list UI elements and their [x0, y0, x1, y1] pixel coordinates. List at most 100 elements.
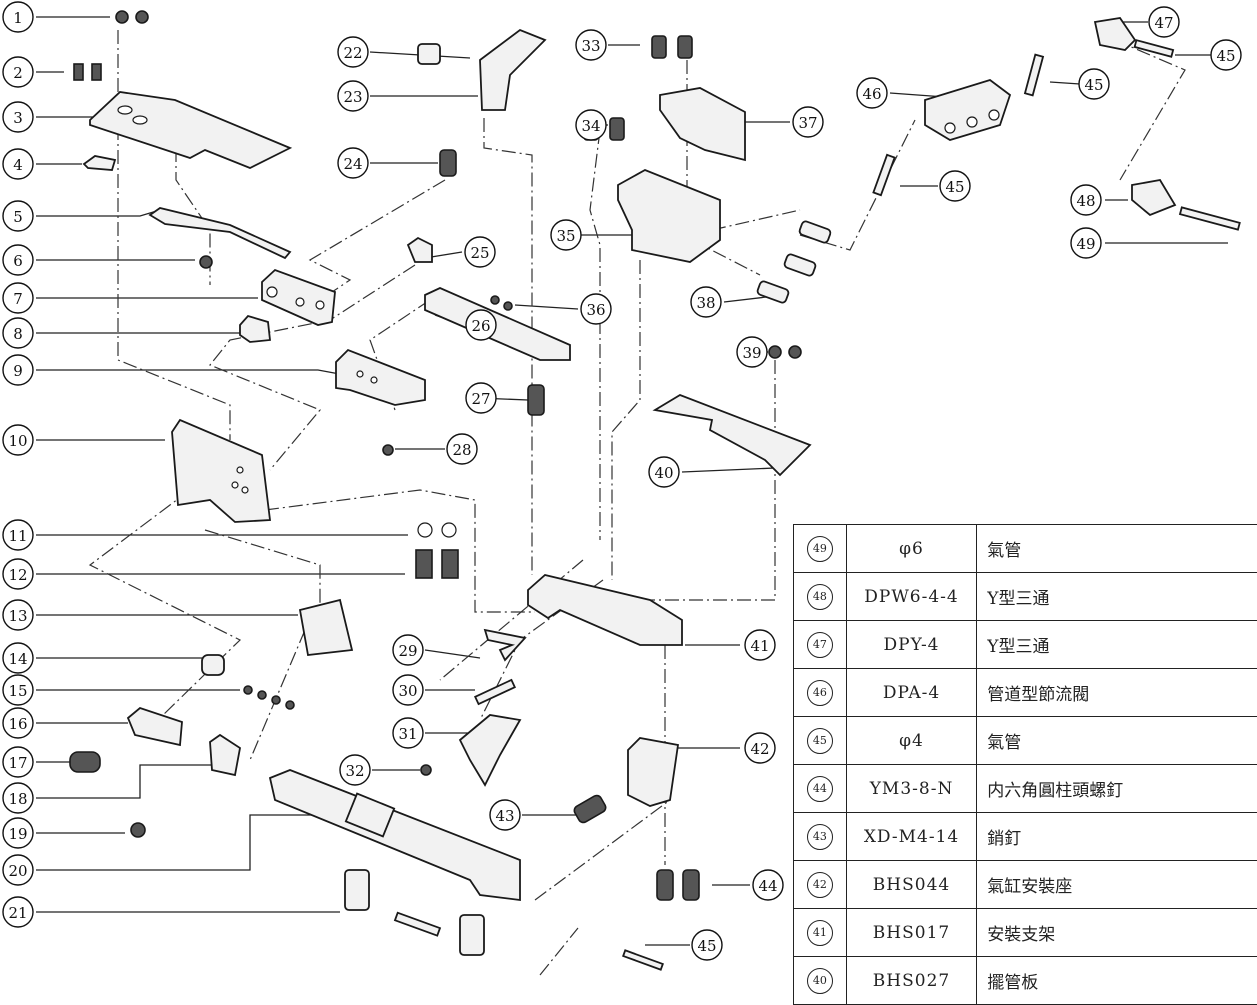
callout-9: 9 [3, 355, 33, 385]
callout-number: 25 [470, 244, 489, 262]
callout-38: 38 [691, 287, 721, 317]
callout-18: 18 [3, 783, 33, 813]
bom-part-code: XD-M4-14 [846, 813, 976, 861]
bom-part-code: φ4 [846, 717, 976, 765]
callout-40: 40 [649, 457, 679, 487]
bom-item-number: 48 [794, 573, 847, 621]
callout-number: 30 [398, 682, 417, 700]
callout-45: 45 [940, 171, 970, 201]
callout-number: 18 [8, 790, 27, 808]
callout-45: 45 [692, 930, 722, 960]
bom-item-number: 47 [794, 621, 847, 669]
callout-29: 29 [393, 635, 423, 665]
callout-number: 45 [945, 178, 964, 196]
bom-item-number-badge: 49 [807, 536, 833, 562]
callout-45: 45 [1079, 69, 1109, 99]
callout-48: 48 [1071, 185, 1101, 215]
bom-item-number-badge: 45 [807, 728, 833, 754]
bom-part-name: Y型三通 [977, 573, 1257, 621]
callout-46: 46 [857, 78, 887, 108]
callout-number: 12 [8, 566, 27, 584]
callout-number: 15 [8, 682, 27, 700]
callout-number: 47 [1154, 14, 1173, 32]
bom-item-number-badge: 46 [807, 680, 833, 706]
callout-3: 3 [3, 102, 33, 132]
callout-number: 36 [586, 301, 605, 319]
callout-number: 10 [8, 432, 27, 450]
bom-item-number-badge: 43 [807, 824, 833, 850]
callout-number: 26 [471, 317, 490, 335]
callout-number: 38 [696, 294, 715, 312]
callout-44: 44 [753, 870, 783, 900]
callout-42: 42 [745, 733, 775, 763]
callout-5: 5 [3, 201, 33, 231]
bom-part-code: DPA-4 [846, 669, 976, 717]
callout-11: 11 [3, 520, 33, 550]
bom-item-number: 41 [794, 909, 847, 957]
bom-item-number-badge: 48 [807, 584, 833, 610]
bom-part-code: YM3-8-N [846, 765, 976, 813]
callout-number: 43 [495, 807, 514, 825]
callout-number: 31 [398, 725, 417, 743]
bom-item-number-badge: 42 [807, 872, 833, 898]
callout-number: 49 [1076, 235, 1095, 253]
callout-number: 19 [8, 825, 27, 843]
callout-43: 43 [490, 800, 520, 830]
callout-14: 14 [3, 643, 33, 673]
callout-number: 2 [13, 64, 23, 82]
callout-2: 2 [3, 57, 33, 87]
callout-number: 1 [13, 9, 23, 27]
callout-number: 34 [581, 117, 600, 135]
bom-item-number: 43 [794, 813, 847, 861]
callout-26: 26 [466, 310, 496, 340]
callout-number: 45 [1216, 47, 1235, 65]
callout-27: 27 [466, 383, 496, 413]
bom-part-name: Y型三通 [977, 621, 1257, 669]
callout-number: 24 [343, 155, 362, 173]
callout-number: 37 [798, 114, 817, 132]
callout-1: 1 [3, 2, 33, 32]
callout-10: 10 [3, 425, 33, 455]
callout-15: 15 [3, 675, 33, 705]
bom-item-number-badge: 41 [807, 920, 833, 946]
callout-number: 16 [8, 715, 27, 733]
callout-23: 23 [338, 81, 368, 111]
callout-25: 25 [465, 237, 495, 267]
bom-part-name: 氣缸安裝座 [977, 861, 1257, 909]
bom-part-code: BHS044 [846, 861, 976, 909]
bom-part-code: BHS017 [846, 909, 976, 957]
callout-number: 14 [8, 650, 27, 668]
callout-45: 45 [1211, 40, 1241, 70]
callout-21: 21 [3, 897, 33, 927]
callout-number: 6 [13, 252, 23, 270]
callout-number: 9 [13, 362, 23, 380]
callout-number: 11 [8, 527, 27, 545]
callout-35: 35 [551, 220, 581, 250]
bom-part-code: DPY-4 [846, 621, 976, 669]
callout-49: 49 [1071, 228, 1101, 258]
callout-number: 32 [345, 762, 364, 780]
callout-19: 19 [3, 818, 33, 848]
bom-part-name: 内六角圓柱頭螺釘 [977, 765, 1257, 813]
bom-part-code: DPW6-4-4 [846, 573, 976, 621]
bom-item-number: 49 [794, 525, 847, 573]
callout-number: 21 [8, 904, 27, 922]
callout-4: 4 [3, 149, 33, 179]
callout-number: 44 [758, 877, 777, 895]
callout-number: 29 [398, 642, 417, 660]
callout-24: 24 [338, 148, 368, 178]
callout-47: 47 [1149, 7, 1179, 37]
callout-number: 40 [654, 464, 673, 482]
bom-item-number-badge: 47 [807, 632, 833, 658]
callout-number: 45 [1084, 76, 1103, 94]
callout-number: 8 [13, 325, 23, 343]
callout-number: 48 [1076, 192, 1095, 210]
callout-12: 12 [3, 559, 33, 589]
callout-16: 16 [3, 708, 33, 738]
bom-item-number: 42 [794, 861, 847, 909]
